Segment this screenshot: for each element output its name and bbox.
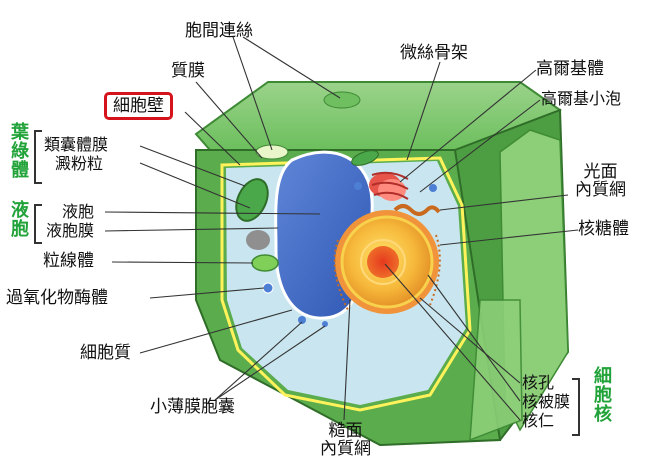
label-smooth-er: 光面 內質網 — [575, 162, 626, 200]
chloroplast-2 — [351, 150, 379, 166]
group-label-chloroplast: 葉綠體 — [8, 122, 29, 179]
label-mitochondrion: 粒線體 — [43, 251, 94, 271]
label-nucleolus: 核仁 — [522, 411, 555, 430]
plasmodesma-2 — [255, 144, 289, 160]
label-peroxisome: 過氧化物酶體 — [6, 288, 108, 308]
label-nuclear-envelope: 核被膜 — [522, 392, 571, 411]
smooth-er — [393, 204, 441, 216]
plasmodesma-1 — [323, 91, 361, 109]
vesicle-3 — [354, 182, 362, 190]
label-thylakoid-membrane: 類囊體膜 — [44, 135, 109, 154]
bracket-nucleus — [572, 378, 580, 436]
label-nuclear-pore: 核孔 — [522, 373, 555, 392]
label-cytoskeleton: 微絲骨架 — [400, 43, 468, 63]
vesicle-4 — [429, 184, 437, 192]
vesicle-1 — [298, 316, 306, 324]
mitochondrion — [251, 254, 279, 272]
label-vesicle: 小薄膜胞囊 — [150, 397, 235, 417]
label-plasmodesmata: 胞間連絲 — [185, 21, 253, 41]
nucleus — [333, 210, 441, 314]
label-cell-wall: 細胞壁 — [104, 92, 173, 120]
peroxisome — [262, 282, 274, 294]
leader-lines — [104, 36, 579, 421]
bracket-chloroplast — [34, 130, 42, 184]
starch-granule-shape — [246, 230, 270, 250]
label-plasma-membrane: 質膜 — [171, 61, 205, 81]
label-starch-granule: 澱粉粒 — [55, 154, 104, 173]
bracket-vacuole — [34, 204, 42, 244]
label-tonoplast: 液胞膜 — [46, 221, 95, 240]
golgi-body — [369, 171, 409, 201]
label-cytoplasm: 細胞質 — [80, 343, 131, 363]
group-label-nucleus: 細胞核 — [591, 366, 612, 423]
chloroplast — [235, 178, 269, 222]
label-golgi: 高爾基體 — [536, 59, 604, 79]
label-golgi-vesicle: 高爾基小泡 — [541, 89, 622, 108]
label-vacuole: 液胞 — [62, 202, 95, 221]
label-rough-er: 糙面 內質網 — [320, 421, 371, 459]
group-label-vacuole: 液胞 — [8, 200, 29, 238]
label-ribosome: 核糖體 — [578, 219, 629, 239]
vesicle-2 — [322, 321, 328, 327]
